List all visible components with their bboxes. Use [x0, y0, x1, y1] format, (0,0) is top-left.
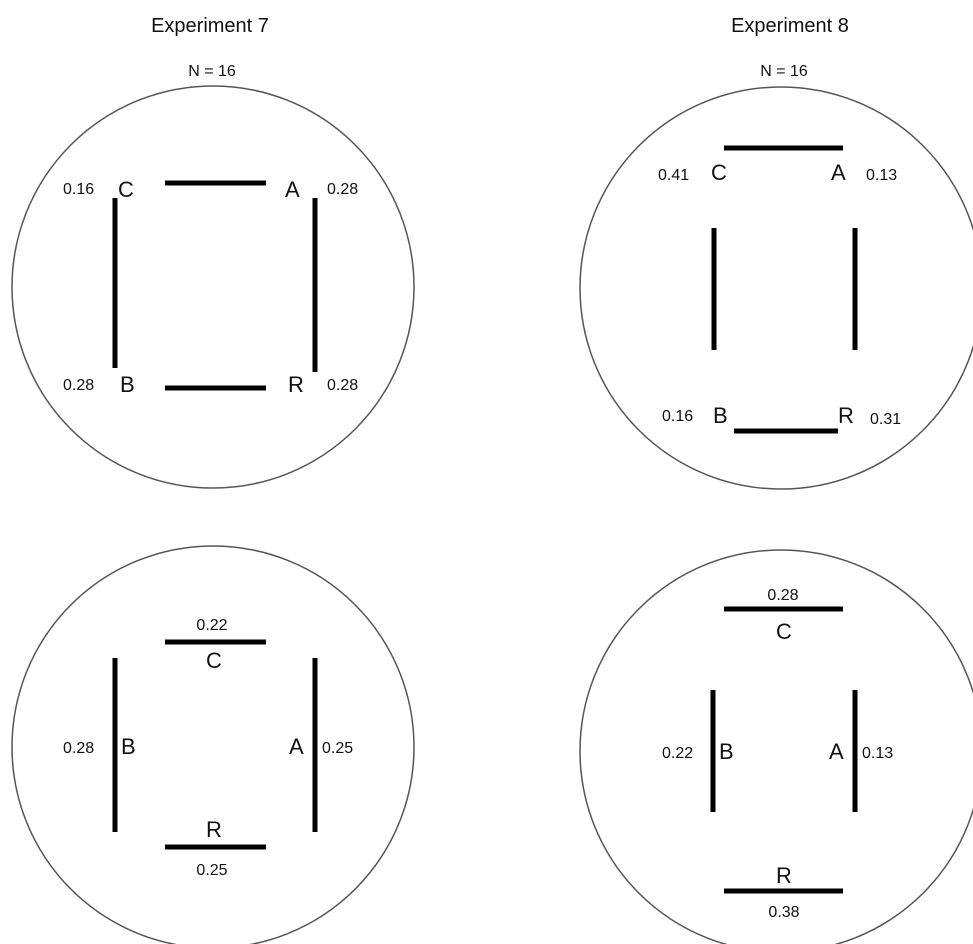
side-label-b: B: [719, 739, 734, 764]
side-label-b: B: [121, 734, 136, 759]
value-b: 0.22: [662, 745, 693, 762]
experiment-7-arena-top: C A B R 0.16 0.28 0.28 0.28: [11, 85, 415, 489]
arena-circle: [579, 86, 973, 490]
value-c: 0.22: [196, 617, 227, 634]
experiment-8-n: N = 16: [760, 63, 808, 80]
arena-circle: [11, 85, 415, 489]
corner-label-a: A: [831, 160, 846, 185]
value-r: 0.38: [768, 904, 799, 921]
value-a: 0.25: [322, 740, 353, 757]
value-r: 0.31: [870, 411, 901, 428]
side-label-a: A: [829, 739, 844, 764]
corner-label-a: A: [285, 177, 300, 202]
corner-label-r: R: [838, 403, 854, 428]
experiment-8-arena-top: C A B R 0.41 0.13 0.16 0.31: [579, 86, 973, 490]
arena-circle: [579, 549, 973, 944]
side-label-r: R: [776, 863, 792, 888]
value-c: 0.28: [767, 587, 798, 604]
value-r: 0.25: [196, 862, 227, 879]
corner-label-c: C: [118, 177, 134, 202]
value-r: 0.28: [327, 377, 358, 394]
side-label-a: A: [289, 734, 304, 759]
value-a: 0.28: [327, 181, 358, 198]
experiment-7-n: N = 16: [188, 63, 236, 80]
experiment-7-title: Experiment 7: [151, 15, 269, 37]
side-label-r: R: [206, 817, 222, 842]
corner-label-r: R: [288, 372, 304, 397]
value-a: 0.13: [866, 167, 897, 184]
experiment-7-arena-bottom: 0.22 C R 0.25 B 0.28 A 0.25: [11, 545, 415, 944]
corner-label-b: B: [713, 403, 728, 428]
corner-label-c: C: [711, 160, 727, 185]
value-a: 0.13: [862, 745, 893, 762]
experiment-7: Experiment 7 N = 16 C A B R 0.16 0.28 0.…: [11, 15, 415, 944]
value-b: 0.16: [662, 408, 693, 425]
corner-label-b: B: [120, 372, 135, 397]
experiment-8: Experiment 8 N = 16 C A B R 0.41 0.13 0.…: [579, 15, 973, 944]
arena-circle: [11, 545, 415, 944]
value-b: 0.28: [63, 377, 94, 394]
value-b: 0.28: [63, 740, 94, 757]
side-label-c: C: [206, 648, 222, 673]
experiment-8-arena-bottom: 0.28 C R 0.38 B 0.22 A 0.13: [579, 549, 973, 944]
experiment-8-title: Experiment 8: [731, 15, 849, 37]
value-c: 0.41: [658, 167, 689, 184]
value-c: 0.16: [63, 181, 94, 198]
side-label-c: C: [776, 619, 792, 644]
